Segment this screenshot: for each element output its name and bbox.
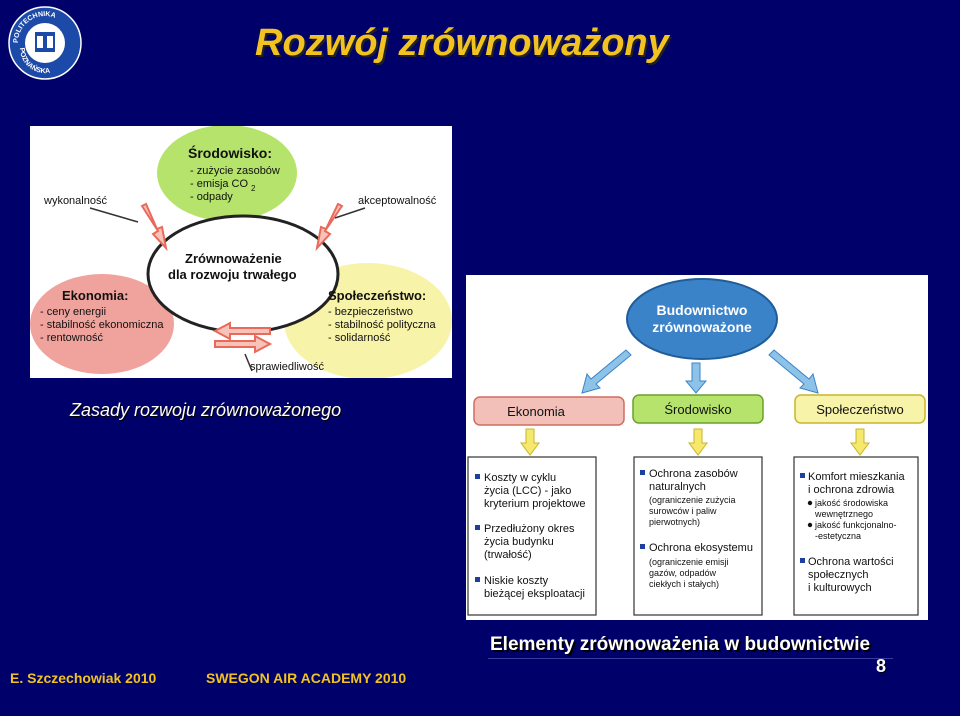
col2-item1-line1: Ochrona zasobów [649, 468, 738, 480]
link-arrow-right [315, 202, 344, 252]
pillar-society-label: Społeczeństwo [816, 402, 903, 417]
col3-item2-line2: społecznych [808, 569, 869, 581]
society-item-3: - solidarność [328, 332, 391, 344]
environment-title: Środowisko: [188, 144, 272, 161]
top-node-line-1: Budownictwo [657, 302, 748, 318]
col2-item1-line2: naturalnych [649, 481, 706, 493]
col2-item2-sub2: gazów, odpadów [649, 568, 717, 578]
top-node-line-2: zrównoważone [652, 319, 752, 335]
pillar-environment-label: Środowisko [664, 402, 731, 417]
col2-item1-sub1: (ograniczenie zużycia [649, 495, 736, 505]
bullet-icon [800, 473, 805, 478]
col1-item1-line3: kryterium projektowe [484, 498, 585, 510]
center-line-1: Zrównoważenie [185, 251, 282, 266]
environment-item-3: - odpady [190, 191, 233, 203]
society-item-2: - stabilność polityczna [328, 319, 436, 331]
university-logo: POLITECHNIKA POZNAŃSKA [8, 6, 82, 80]
pointer-line-bottom [244, 353, 253, 372]
link-label-justice: sprawiedliwość [250, 361, 324, 373]
sustainable-construction-diagram: Budownictwo zrównoważone Ekonomia Środow… [466, 275, 928, 620]
society-item-1: - bezpieczeństwo [328, 306, 413, 318]
footer-divider [488, 658, 893, 659]
col2-item2-sub3: ciekłych i stałych) [649, 579, 719, 589]
footer-academy: SWEGON AIR ACADEMY 2010 [206, 670, 407, 686]
economy-column [467, 456, 597, 616]
footer-author: E. Szczechowiak 2010 [10, 670, 157, 686]
col1-item1-line2: życia (LCC) - jako [484, 485, 571, 497]
link-arrow-bottom [212, 321, 273, 354]
bullet-icon [475, 577, 480, 582]
left-diagram-caption: Zasady rozwoju zrównoważonego [70, 400, 342, 420]
pointer-line-left [89, 207, 139, 223]
environment-node [157, 126, 297, 221]
bullet-icon [800, 558, 805, 563]
economy-node [30, 274, 174, 374]
bullet-icon [475, 474, 480, 479]
economy-item-2: - stabilność ekonomiczna [40, 319, 164, 331]
col1-item2-line1: Przedłużony okres [484, 523, 575, 535]
blue-arrows [581, 349, 819, 394]
bullet-icon [640, 544, 645, 549]
col3-item1-line1: Komfort mieszkania [808, 471, 905, 483]
sustainable-construction-node [626, 278, 778, 360]
link-label-feasibility: wykonalność [43, 195, 107, 207]
pillar-society [794, 394, 926, 424]
society-title: Społeczeństwo: [328, 288, 426, 303]
bullet-icon [475, 525, 480, 530]
col1-item3-line2: bieżącej eksploatacji [484, 588, 585, 600]
pillar-economy [473, 396, 625, 426]
col3-item1-line2: i ochrona zdrowia [808, 484, 895, 496]
col3-item1-sub4: -estetyczna [815, 531, 861, 541]
col2-item2-line1: Ochrona ekosystemu [649, 542, 753, 554]
col1-item3-line1: Niskie koszty [484, 575, 549, 587]
economy-item-3: - rentowność [40, 332, 103, 344]
link-arrow-left [140, 202, 168, 252]
society-column [793, 456, 919, 616]
slide-title: Rozwój zrównoważony [255, 22, 669, 64]
sustainability-principles-diagram: Środowisko: - zużycie zasobów - emisja C… [30, 126, 452, 378]
col1-item2-line3: (trwałość) [484, 549, 532, 561]
col3-item1-sub2: wewnętrznego [814, 509, 873, 519]
dot-bullet-icon [807, 500, 813, 506]
col2-item1-sub3: pierwotnych) [649, 517, 700, 527]
col3-item2-line3: i kulturowych [808, 582, 872, 594]
col3-item1-sub1: jakość środowiska [814, 498, 888, 508]
center-line-2: dla rozwoju trwałego [168, 267, 297, 282]
col1-item2-line2: życia budynku [484, 536, 554, 548]
bullet-icon [640, 470, 645, 475]
environment-item-2: - emisja CO [190, 178, 249, 190]
col2-item1-sub2: surowców i paliw [649, 506, 717, 516]
economy-title: Ekonomia: [62, 288, 128, 303]
environment-column [633, 456, 763, 616]
dot-bullet-icon [807, 522, 813, 528]
col3-item2-line1: Ochrona wartości [808, 556, 894, 568]
environment-item-1: - zużycie zasobów [190, 165, 280, 177]
col2-item2-sub1: (ograniczenie emisji [649, 557, 729, 567]
col3-item1-sub3: jakość funkcjonalno- [814, 520, 897, 530]
pillar-environment [632, 394, 764, 424]
col1-item1-line1: Koszty w cyklu [484, 472, 556, 484]
pillar-economy-label: Ekonomia [507, 404, 566, 419]
yellow-arrows [520, 428, 870, 456]
pointer-line-right [334, 207, 366, 219]
link-label-acceptability: akceptowalność [358, 195, 437, 207]
environment-co2-subscript: 2 [251, 184, 256, 193]
right-diagram-caption: Elementy zrównoważenia w budownictwie [490, 634, 871, 655]
economy-item-1: - ceny energii [40, 306, 106, 318]
page-number: 8 [876, 656, 887, 676]
